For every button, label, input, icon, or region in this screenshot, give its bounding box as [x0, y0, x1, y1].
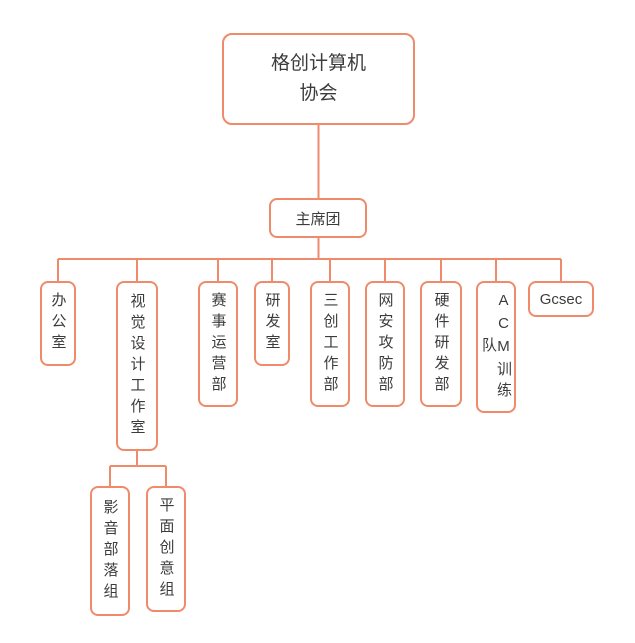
org-node-acm-training-team-label: ACM训练队 — [480, 291, 512, 403]
org-node-acm-training-team[interactable]: ACM训练队 — [476, 281, 516, 413]
org-node-hardware-rnd-dept-label: 硬件研发部 — [432, 291, 450, 397]
org-node-event-operations-label: 赛事运营部 — [209, 291, 227, 397]
org-node-presidium-label: 主席团 — [295, 210, 341, 228]
org-node-office-label: 办公室 — [49, 292, 67, 355]
org-node-network-security-dept[interactable]: 网安攻防部 — [365, 281, 405, 407]
org-node-three-innovation-dept-label: 三创工作部 — [321, 291, 339, 397]
org-node-network-security-dept-label: 网安攻防部 — [376, 291, 394, 397]
org-node-gcsec-label: Gcsec — [539, 290, 583, 308]
org-node-rnd-room[interactable]: 研发室 — [254, 281, 290, 366]
org-node-root[interactable]: 格创计算机 协会 — [222, 33, 415, 125]
org-node-gcsec[interactable]: Gcsec — [528, 281, 594, 317]
org-node-event-operations[interactable]: 赛事运营部 — [198, 281, 238, 407]
org-node-office[interactable]: 办公室 — [40, 281, 76, 366]
org-node-media-group[interactable]: 影音部落组 — [90, 486, 130, 616]
org-node-graphic-creative-group-label: 平面创意组 — [157, 496, 175, 602]
org-node-root-label: 格创计算机 协会 — [270, 53, 366, 104]
org-node-visual-design-studio[interactable]: 视觉设计工作室 — [116, 281, 158, 451]
org-node-visual-design-studio-label: 视觉设计工作室 — [128, 292, 146, 440]
org-node-presidium[interactable]: 主席团 — [269, 198, 367, 238]
org-node-hardware-rnd-dept[interactable]: 硬件研发部 — [420, 281, 462, 407]
org-node-graphic-creative-group[interactable]: 平面创意组 — [146, 486, 186, 612]
org-node-media-group-label: 影音部落组 — [101, 498, 119, 604]
org-node-rnd-room-label: 研发室 — [263, 292, 281, 355]
org-node-three-innovation-dept[interactable]: 三创工作部 — [310, 281, 350, 407]
